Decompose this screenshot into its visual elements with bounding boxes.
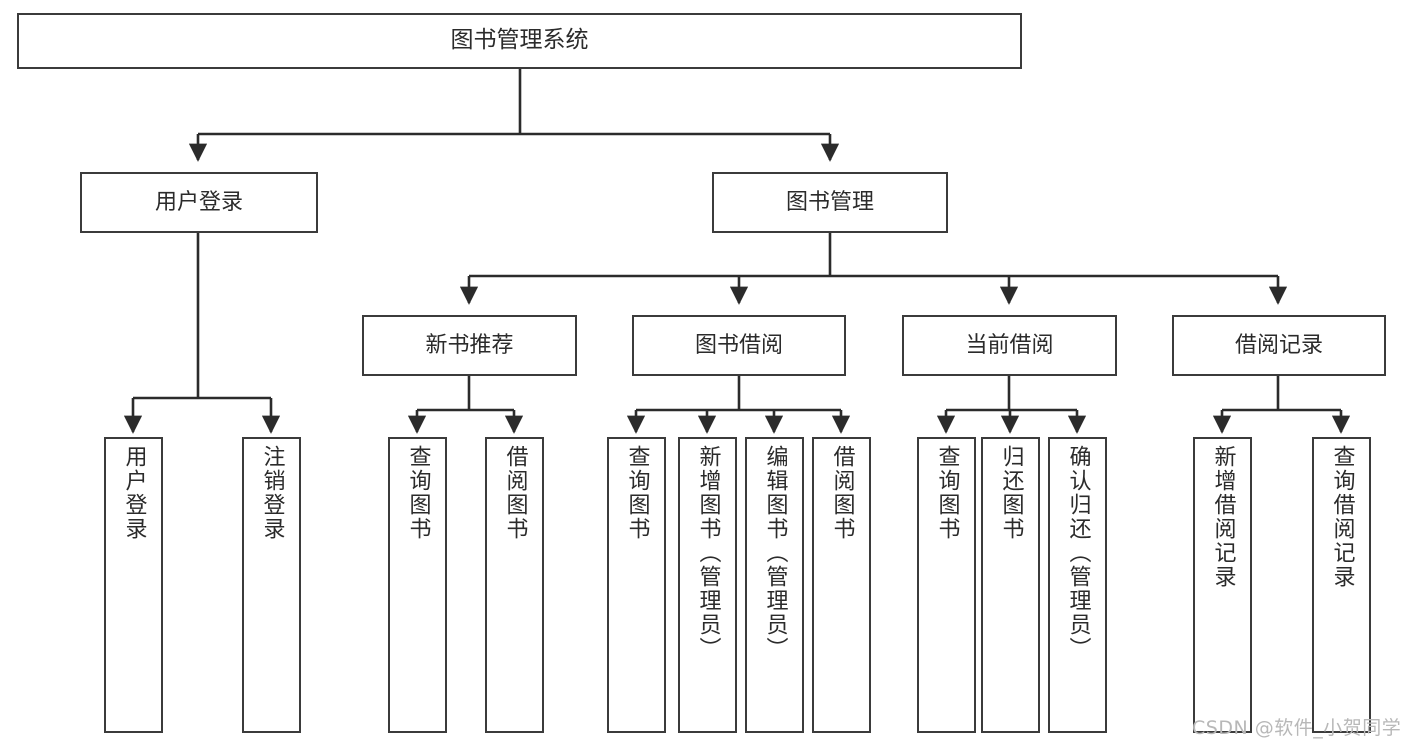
leaf-record-query[interactable]: 查询借阅记录 xyxy=(1312,437,1371,733)
leaf-borrow-borrow-book[interactable]: 借阅图书 xyxy=(812,437,871,733)
node-label: 借阅图书 xyxy=(829,445,855,541)
leaf-new-book-borrow[interactable]: 借阅图书 xyxy=(485,437,544,733)
node-label: 图书借阅 xyxy=(694,332,783,358)
node-label: 新增图书（管理员） xyxy=(695,445,721,661)
node-label: 图书管理 xyxy=(785,189,874,215)
watermark-text: CSDN @软件_小贺同学 xyxy=(1192,717,1402,739)
node-label: 新书推荐 xyxy=(425,332,514,358)
node-label: 借阅图书 xyxy=(502,445,528,541)
csdn-watermark: CSDN @软件_小贺同学 xyxy=(1192,713,1401,740)
node-borrow-record[interactable]: 借阅记录 xyxy=(1172,315,1386,376)
node-root-system[interactable]: 图书管理系统 xyxy=(17,13,1022,69)
node-label: 确认归还（管理员） xyxy=(1065,445,1091,661)
node-label: 查询图书 xyxy=(405,445,431,541)
node-label: 用户登录 xyxy=(154,189,243,215)
node-new-book-recommend[interactable]: 新书推荐 xyxy=(362,315,577,376)
node-label: 用户登录 xyxy=(121,445,147,541)
node-label: 图书管理系统 xyxy=(450,27,589,54)
leaf-borrow-query-book[interactable]: 查询图书 xyxy=(607,437,666,733)
leaf-current-return-book[interactable]: 归还图书 xyxy=(981,437,1040,733)
node-label: 新增借阅记录 xyxy=(1210,445,1236,589)
leaf-borrow-add-book-admin[interactable]: 新增图书（管理员） xyxy=(678,437,737,733)
node-label: 查询图书 xyxy=(624,445,650,541)
node-book-borrow[interactable]: 图书借阅 xyxy=(632,315,846,376)
node-label: 编辑图书（管理员） xyxy=(762,445,788,661)
leaf-borrow-edit-book-admin[interactable]: 编辑图书（管理员） xyxy=(745,437,804,733)
leaf-record-add[interactable]: 新增借阅记录 xyxy=(1193,437,1252,733)
leaf-user-login-login[interactable]: 用户登录 xyxy=(104,437,163,733)
node-label: 注销登录 xyxy=(259,445,285,541)
leaf-new-book-query[interactable]: 查询图书 xyxy=(388,437,447,733)
node-book-management[interactable]: 图书管理 xyxy=(712,172,948,233)
node-current-borrow[interactable]: 当前借阅 xyxy=(902,315,1117,376)
node-label: 借阅记录 xyxy=(1234,332,1323,358)
leaf-user-login-logout[interactable]: 注销登录 xyxy=(242,437,301,733)
node-user-login[interactable]: 用户登录 xyxy=(80,172,318,233)
leaf-current-confirm-return-admin[interactable]: 确认归还（管理员） xyxy=(1048,437,1107,733)
node-label: 查询图书 xyxy=(934,445,960,541)
node-label: 当前借阅 xyxy=(965,332,1054,358)
node-label: 归还图书 xyxy=(998,445,1024,541)
leaf-current-query-book[interactable]: 查询图书 xyxy=(917,437,976,733)
node-label: 查询借阅记录 xyxy=(1329,445,1355,589)
